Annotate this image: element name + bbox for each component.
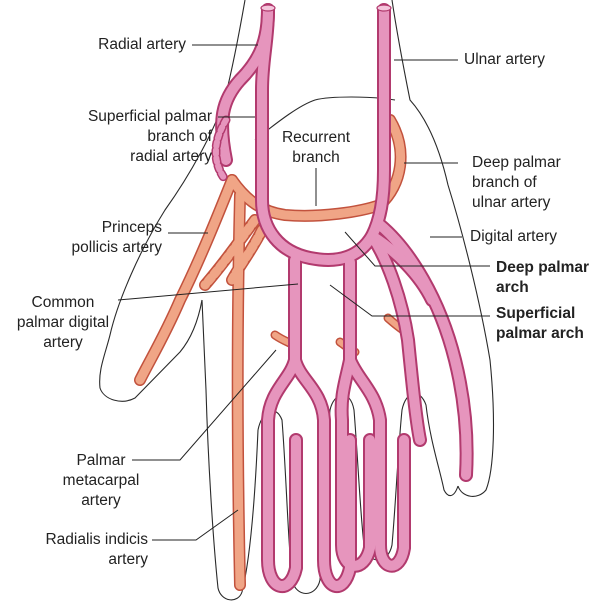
- label-line: Common: [31, 294, 95, 311]
- label-digital-artery-text: Digital artery: [470, 228, 557, 245]
- label-line: arch: [496, 279, 529, 296]
- label-line: Princeps: [101, 219, 162, 236]
- label-ulnar-artery: Ulnar artery: [464, 50, 545, 70]
- label-line: Superficial palmar: [87, 108, 212, 125]
- label-line: pollicis artery: [71, 239, 162, 256]
- label-line: artery: [43, 334, 83, 351]
- label-line: ulnar artery: [472, 194, 551, 211]
- label-ulnar-artery-text: Ulnar artery: [464, 51, 545, 68]
- label-line: metacarpal: [62, 472, 140, 489]
- label-recurrent-branch: Recurrent branch: [276, 128, 356, 168]
- label-line: Radialis indicis: [45, 531, 148, 548]
- label-line: Deep palmar: [472, 154, 561, 171]
- label-radial-artery: Radial artery: [70, 35, 186, 55]
- label-digital-artery: Digital artery: [470, 227, 557, 247]
- label-superficial-palmar-arch: Superficial palmar arch: [496, 304, 584, 344]
- label-line: palmar arch: [496, 325, 584, 342]
- label-deep-palmar-arch: Deep palmar arch: [496, 258, 589, 298]
- leader-lines: [117, 44, 490, 541]
- label-palmar-metacarpal: Palmar metacarpal artery: [56, 451, 146, 511]
- label-line: branch: [292, 149, 340, 166]
- label-deep-palmar-branch: Deep palmar branch of ulnar artery: [472, 153, 561, 213]
- label-line: artery: [81, 492, 121, 509]
- label-radialis-indicis: Radialis indicis artery: [8, 530, 148, 570]
- label-line: palmar digital: [16, 314, 110, 331]
- label-line: branch of: [147, 128, 212, 145]
- label-line: branch of: [472, 174, 537, 191]
- label-line: radial artery: [130, 148, 212, 165]
- superficial-palmar-arch-vessels: [211, 3, 474, 593]
- label-line: artery: [108, 551, 148, 568]
- label-line: Superficial: [496, 305, 576, 322]
- label-line: Deep palmar: [496, 259, 590, 276]
- label-common-palmar-digital: Common palmar digital artery: [4, 293, 122, 353]
- label-radial-artery-text: Radial artery: [98, 36, 186, 53]
- label-line: Recurrent: [281, 129, 351, 146]
- label-line: Palmar: [76, 452, 126, 469]
- label-superficial-palmar-branch: Superficial palmar branch of radial arte…: [20, 107, 212, 167]
- label-princeps-pollicis: Princeps pollicis artery: [40, 218, 162, 258]
